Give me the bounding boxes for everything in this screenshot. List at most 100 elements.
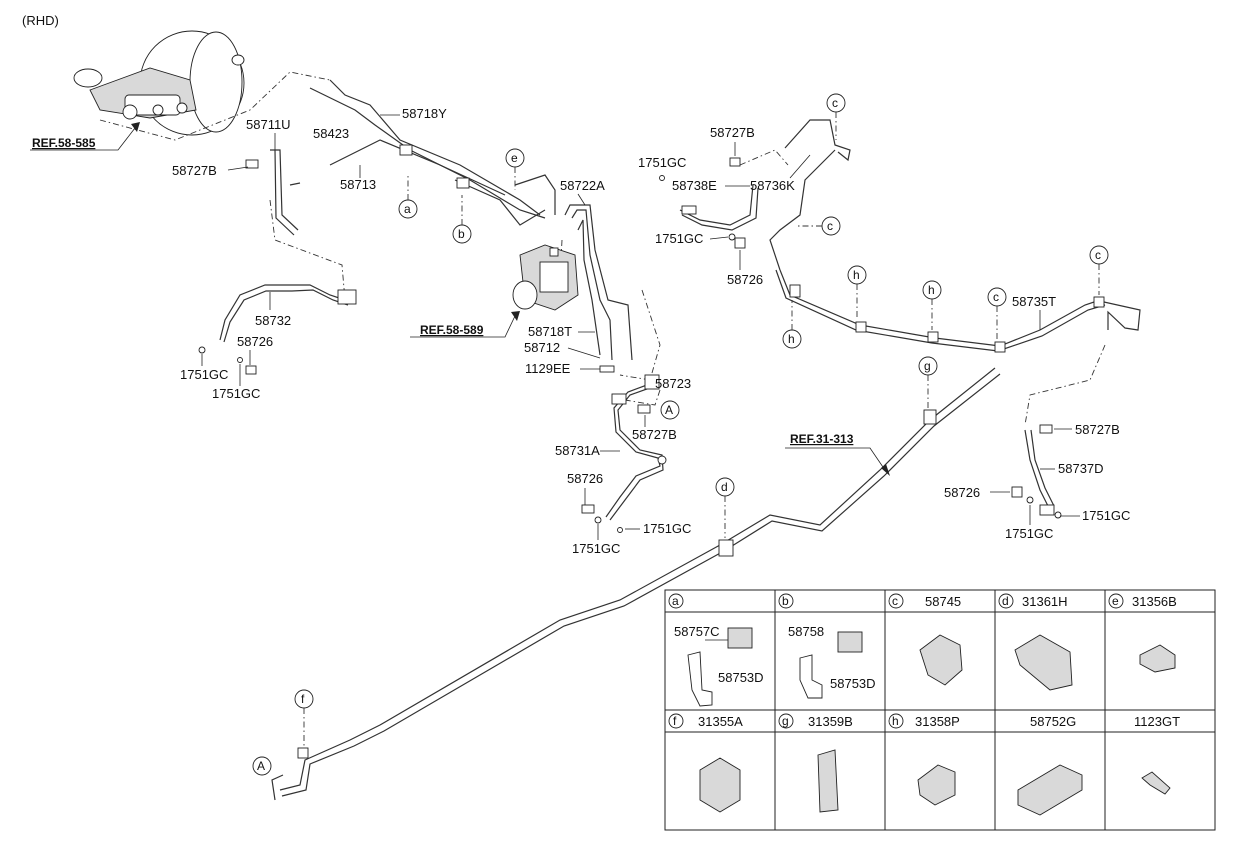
variant-label: (RHD) (22, 13, 59, 28)
svg-text:h: h (788, 332, 795, 346)
svg-text:31356B: 31356B (1132, 594, 1177, 609)
legend-cell-d: d 31361H (998, 593, 1073, 691)
ref-31-313-label: REF.31-313 (790, 432, 854, 446)
svg-text:e: e (511, 151, 518, 165)
svg-text:c: c (832, 96, 838, 110)
svg-text:31361H: 31361H (1022, 594, 1068, 609)
svg-text:58758: 58758 (788, 624, 824, 639)
svg-text:h: h (892, 714, 899, 728)
svg-text:g: g (924, 359, 931, 373)
callout-58727B-3: 58727B (632, 427, 677, 442)
callout-58738E: 58738E (672, 178, 717, 193)
callout-58737D: 58737D (1058, 461, 1104, 476)
svg-text:h: h (853, 268, 860, 282)
callout-58726-2: 58726 (237, 334, 273, 349)
callout-58727B-1: 58727B (172, 163, 217, 178)
svg-text:c: c (827, 219, 833, 233)
legend-table: a 58757C 58753D b 58758 58753D c 58745 d… (664, 589, 1216, 831)
marker-f: f (294, 689, 314, 746)
callout-58711U: 58711U (246, 117, 291, 132)
callout-58722A: 58722A (560, 178, 605, 193)
marker-a: a (398, 175, 418, 219)
callout-58712: 58712 (524, 340, 560, 355)
svg-text:A: A (665, 403, 673, 417)
marker-h-2: h (922, 280, 942, 330)
ref-58-585-label: REF.58-585 (32, 136, 96, 150)
marker-h-3: h (782, 300, 802, 349)
abs-modulator (512, 244, 579, 311)
callout-58726-3: 58726 (567, 471, 603, 486)
small-parts (198, 144, 1105, 759)
svg-text:58753D: 58753D (830, 676, 876, 691)
callout-1751GC-5: 1751GC (643, 521, 691, 536)
ref-58-585[interactable]: REF.58-585 (30, 122, 140, 151)
svg-text:e: e (1112, 594, 1119, 608)
callout-1751GC-7: 1751GC (1082, 508, 1130, 523)
svg-text:58757C: 58757C (674, 624, 720, 639)
ref-58-589-label: REF.58-589 (420, 323, 484, 337)
marker-c-3: c (987, 287, 1007, 340)
callout-1129EE: 1129EE (525, 361, 571, 376)
svg-text:g: g (782, 714, 789, 728)
callouts: 58718Y 58423 58711U 58727B 58713 58722A … (172, 106, 1130, 556)
marker-c-2: c (795, 216, 841, 236)
callout-58727B-2: 58727B (710, 125, 755, 140)
svg-text:c: c (993, 290, 999, 304)
marker-g: g (918, 356, 938, 408)
svg-text:a: a (404, 202, 411, 216)
callout-1751GC-2: 1751GC (655, 231, 703, 246)
legend-cell-a: a 58757C 58753D (668, 593, 764, 707)
legend-cell-c: c 58745 (888, 593, 963, 686)
callout-1751GC-4: 1751GC (212, 386, 260, 401)
legend-cell-58752G: 58752G (1017, 714, 1083, 816)
ref-58-589[interactable]: REF.58-589 (410, 311, 520, 338)
callout-1751GC-3: 1751GC (180, 367, 228, 382)
svg-text:a: a (672, 594, 679, 608)
ref-31-313[interactable]: REF.31-313 (785, 432, 890, 476)
marker-c-1: c (826, 93, 846, 140)
legend-cell-g: g 31359B (778, 713, 853, 813)
svg-text:f: f (301, 692, 305, 706)
callout-1751GC-6: 1751GC (572, 541, 620, 556)
legend-cell-1123GT: 1123GT (1134, 714, 1180, 795)
callout-58735T: 58735T (1012, 294, 1056, 309)
svg-text:31358P: 31358P (915, 714, 960, 729)
callout-58423: 58423 (313, 126, 349, 141)
svg-text:31359B: 31359B (808, 714, 853, 729)
callout-58726-1: 58726 (727, 272, 763, 287)
callout-58718T: 58718T (528, 324, 572, 339)
callout-58723: 58723 (655, 376, 691, 391)
callout-58726-4: 58726 (944, 485, 980, 500)
svg-text:c: c (1095, 248, 1101, 262)
letter-markers: a b e c c h h h c c g d f A A (252, 93, 1109, 776)
brake-booster (73, 30, 245, 136)
svg-text:58745: 58745 (925, 594, 961, 609)
callout-58713: 58713 (340, 177, 376, 192)
svg-text:d: d (1002, 594, 1009, 608)
svg-text:58752G: 58752G (1030, 714, 1076, 729)
svg-text:31355A: 31355A (698, 714, 743, 729)
callout-58718Y: 58718Y (402, 106, 447, 121)
svg-text:b: b (458, 227, 465, 241)
marker-A-1: A (660, 400, 680, 420)
marker-d: d (715, 477, 735, 538)
callout-58731A: 58731A (555, 443, 600, 458)
svg-text:A: A (257, 759, 265, 773)
callout-1751GC-1: 1751GC (638, 155, 686, 170)
callout-1751GC-8: 1751GC (1005, 526, 1053, 541)
legend-cell-h: h 31358P (888, 713, 960, 806)
callout-58736K: 58736K (750, 178, 795, 193)
svg-text:h: h (928, 283, 935, 297)
marker-h-1: h (847, 265, 867, 318)
svg-text:f: f (673, 714, 677, 728)
marker-b: b (452, 195, 472, 244)
assembly-lines (269, 149, 1106, 426)
svg-text:c: c (892, 594, 898, 608)
svg-text:58753D: 58753D (718, 670, 764, 685)
callout-58727B-4: 58727B (1075, 422, 1120, 437)
svg-text:1123GT: 1123GT (1134, 714, 1180, 729)
legend-cell-e: e 31356B (1108, 593, 1177, 673)
svg-text:b: b (782, 594, 789, 608)
